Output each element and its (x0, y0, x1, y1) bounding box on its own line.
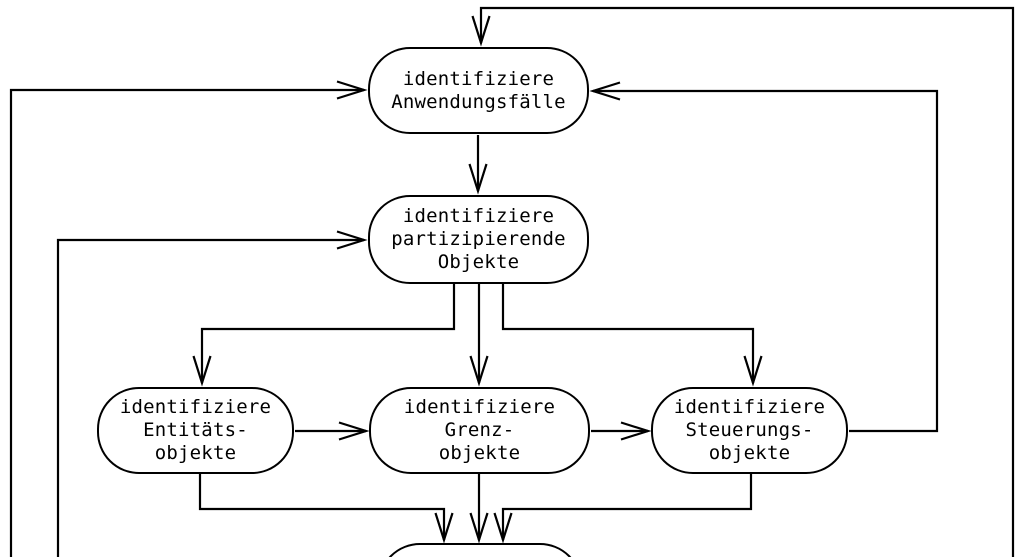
edge-loop-top-into-anwendungsfaelle (471, 6, 1015, 557)
edge-steuerungs-to-bottom-node (493, 474, 753, 544)
node-bottom-partial (378, 543, 582, 557)
edge-steuerungs-to-anwendungsfaelle (589, 81, 939, 433)
edge-loop-left-into-partizipierende (56, 230, 368, 557)
node-identifiziere-grenzobjekte: identifiziere Grenz- objekte (369, 387, 590, 474)
edge-loop-left-into-anwendungsfaelle (9, 80, 368, 557)
node-identifiziere-partizipierende-objekte: identifiziere partizipierende Objekte (368, 195, 589, 284)
node-identifiziere-entitaetsobjekte: identifiziere Entitäts- objekte (97, 387, 294, 474)
node-identifiziere-anwendungsfaelle: identifiziere Anwendungsfälle (368, 47, 589, 134)
edge-partizipierende-to-entitaets (192, 284, 456, 387)
edge-partizipierende-to-steuerungs (501, 284, 763, 387)
edge-entitaets-to-bottom-node (198, 474, 454, 544)
node-identifiziere-steuerungsobjekte: identifiziere Steuerungs- objekte (651, 387, 848, 474)
